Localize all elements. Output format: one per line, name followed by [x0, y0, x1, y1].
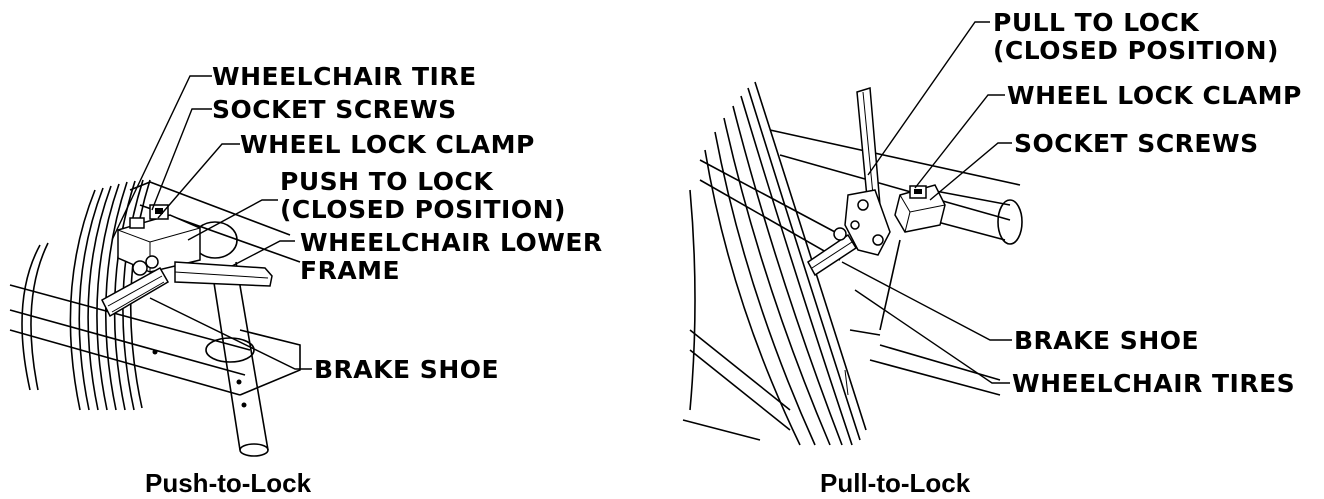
pull-lever-drawing [844, 87, 891, 256]
pull-to-lock-illustration: PULL TO LOCK (CLOSED POSITION) WHEEL LOC… [682, 8, 1302, 498]
label-push-to-lock: PUSH TO LOCK [280, 167, 494, 196]
push-lever-drawing [174, 261, 273, 287]
label-brake-shoe-right: BRAKE SHOE [1014, 326, 1199, 355]
label-socket-screws-right: SOCKET SCREWS [1014, 129, 1259, 158]
label-push-closed-position: (CLOSED POSITION) [280, 195, 566, 224]
right-leader-lines [841, 21, 1012, 384]
label-brake-shoe-left: BRAKE SHOE [314, 355, 499, 384]
left-leader-lines [111, 75, 312, 370]
wheel-lock-clamp-drawing [117, 204, 201, 273]
label-socket-screws-left: SOCKET SCREWS [212, 95, 457, 124]
caption-push-to-lock: Push-to-Lock [145, 468, 312, 498]
wheelchair-tires-drawing [682, 81, 1001, 446]
label-frame: FRAME [300, 256, 400, 285]
label-wheel-lock-clamp-right: WHEEL LOCK CLAMP [1007, 81, 1302, 110]
label-wheel-lock-clamp-left: WHEEL LOCK CLAMP [240, 130, 535, 159]
label-wheelchair-tire: WHEELCHAIR TIRE [212, 62, 477, 91]
label-wheelchair-tires: WHEELCHAIR TIRES [1012, 369, 1295, 398]
label-wheelchair-lower-frame: WHEELCHAIR LOWER [300, 228, 603, 257]
wheel-lock-clamp-drawing-right [894, 184, 946, 233]
label-pull-to-lock: PULL TO LOCK [993, 8, 1200, 37]
right-frame-tube-drawing [769, 129, 1023, 396]
caption-pull-to-lock: Pull-to-Lock [820, 468, 971, 498]
push-to-lock-illustration: WHEELCHAIR TIRE SOCKET SCREWS WHEEL LOCK… [9, 62, 603, 498]
wheelchair-lower-frame-drawing [9, 181, 301, 457]
brake-shoe-drawing-right [807, 227, 858, 277]
brake-shoe-drawing [101, 255, 170, 318]
label-pull-closed-position: (CLOSED POSITION) [993, 36, 1279, 65]
